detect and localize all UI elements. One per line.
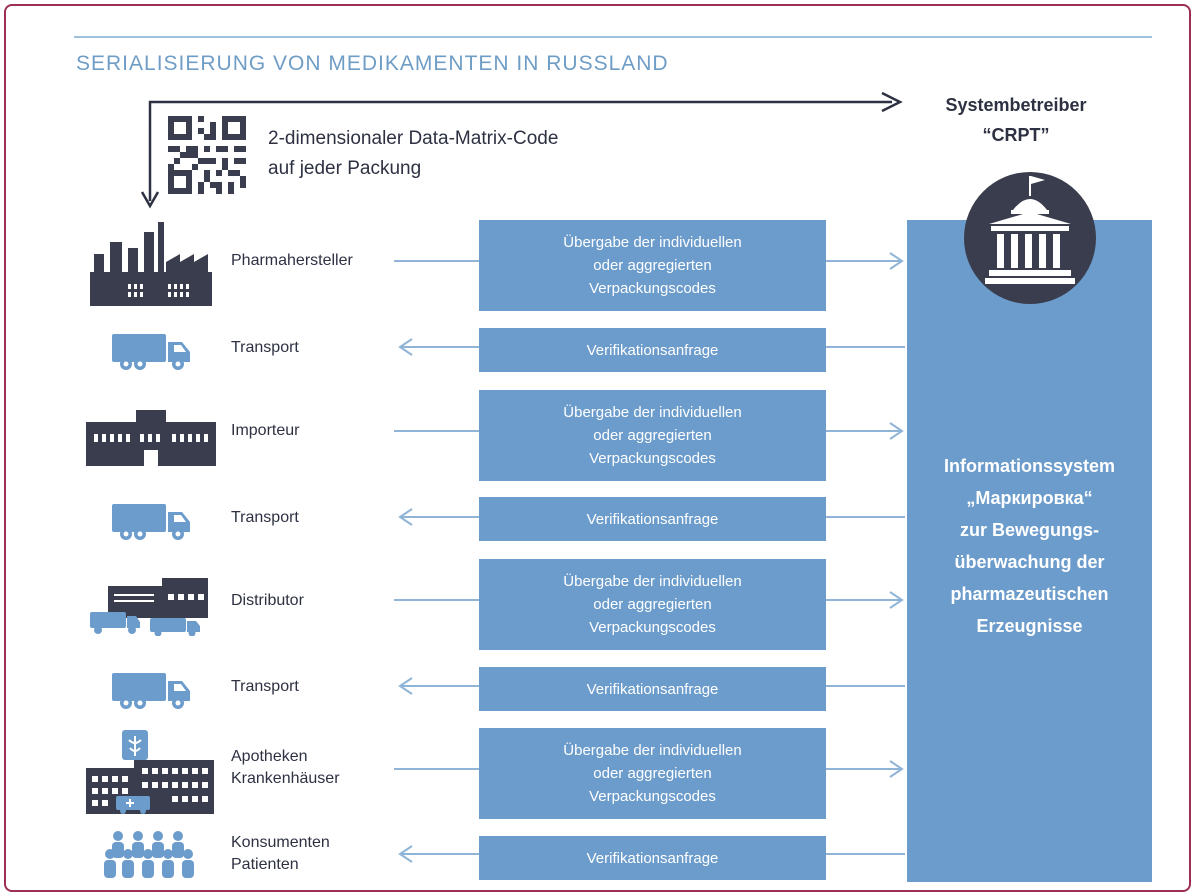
verification-label: Verifikationsanfrage	[586, 849, 719, 867]
verification-label: Verifikationsanfrage	[586, 341, 719, 359]
top-rule	[74, 36, 1152, 38]
node-label-pharmacies: Apotheken Krankenhäuser	[231, 746, 340, 790]
node-label-distributor: Distributor	[231, 592, 304, 609]
handover-line-3: Verpackungscodes	[589, 788, 716, 805]
warehouse-icon	[86, 410, 216, 466]
infographic-frame: SERIALISIERUNG VON MEDIKAMENTEN IN RUSSL…	[4, 4, 1191, 892]
handover-box-row1: Übergabe der individuellen oder aggregie…	[479, 220, 826, 311]
handover-box-row5: Übergabe der individuellen oder aggregie…	[479, 559, 826, 650]
node-label-consumers-line1: Konsumenten	[231, 834, 330, 851]
node-label-manufacturer: Pharmahersteller	[231, 252, 353, 269]
people-icon	[104, 831, 194, 878]
node-label-consumers-line2: Patienten	[231, 856, 299, 873]
handover-line-1: Übergabe der individuellen	[563, 742, 742, 759]
down-arrowhead	[140, 191, 160, 209]
top-connector-line	[148, 100, 892, 201]
system-line-5: pharmazeutischen	[950, 584, 1109, 604]
handover-line-1: Übergabe der individuellen	[563, 573, 742, 590]
handover-box-row3: Übergabe der individuellen oder aggregie…	[479, 390, 826, 481]
system-line-6: Erzeugnisse	[976, 616, 1083, 636]
system-line-1: Informationssystem	[943, 456, 1116, 476]
handover-line-3: Verpackungscodes	[589, 619, 716, 636]
handover-box-row7: Übergabe der individuellen oder aggregie…	[479, 728, 826, 819]
node-label-consumers: Konsumenten Patienten	[231, 832, 330, 876]
pharmacy-hospital-icon	[86, 730, 214, 814]
page-title: SERIALISIERUNG VON MEDIKAMENTEN IN RUSSL…	[76, 52, 669, 75]
system-line-3: zur Bewegungs-	[959, 520, 1099, 540]
handover-line-1: Übergabe der individuellen	[563, 234, 742, 251]
handover-line-2: oder aggregierten	[593, 427, 712, 444]
verification-box-row8: Verifikationsanfrage	[479, 836, 826, 880]
verification-box-row6: Verifikationsanfrage	[479, 667, 826, 711]
distribution-center-icon	[90, 578, 208, 636]
node-label-transport-2: Transport	[231, 509, 299, 526]
information-system-text: Informationssystem „Маркировка“ zur Bewe…	[911, 450, 1148, 642]
data-matrix-code-label: 2-dimensionaler Data-Matrix-Code auf jed…	[268, 124, 558, 184]
system-line-4: überwachung der	[954, 552, 1105, 572]
verification-label: Verifikationsanfrage	[586, 680, 719, 698]
node-label-pharmacies-line1: Apotheken	[231, 748, 308, 765]
handover-line-3: Verpackungscodes	[589, 280, 716, 297]
node-label-pharmacies-line2: Krankenhäuser	[231, 770, 340, 787]
node-label-transport-3: Transport	[231, 678, 299, 695]
code-label-line-1: 2-dimensionaler Data-Matrix-Code	[268, 128, 559, 149]
handover-line-3: Verpackungscodes	[589, 450, 716, 467]
handover-line-2: oder aggregierten	[593, 765, 712, 782]
system-operator-title: Systembetreiber “CRPT”	[931, 90, 1101, 150]
factory-icon	[90, 222, 212, 306]
truck-icon	[112, 673, 190, 709]
truck-icon	[112, 334, 190, 370]
node-label-transport-1: Transport	[231, 339, 299, 356]
handover-line-1: Übergabe der individuellen	[563, 404, 742, 421]
information-system-box	[907, 220, 1152, 882]
government-building-icon	[964, 172, 1096, 304]
verification-box-row4: Verifikationsanfrage	[479, 497, 826, 541]
node-label-importer: Importeur	[231, 422, 300, 439]
code-label-line-2: auf jeder Packung	[268, 158, 422, 179]
verification-box-row2: Verifikationsanfrage	[479, 328, 826, 372]
handover-line-2: oder aggregierten	[593, 596, 712, 613]
data-matrix-code-icon	[168, 116, 246, 194]
truck-icon	[112, 504, 190, 540]
operator-short-name: “CRPT”	[982, 125, 1050, 145]
handover-line-2: oder aggregierten	[593, 257, 712, 274]
system-line-2: „Маркировка“	[966, 488, 1093, 508]
operator-name: Systembetreiber	[945, 95, 1087, 115]
verification-label: Verifikationsanfrage	[586, 510, 719, 528]
top-connector-arrowhead	[881, 91, 903, 113]
